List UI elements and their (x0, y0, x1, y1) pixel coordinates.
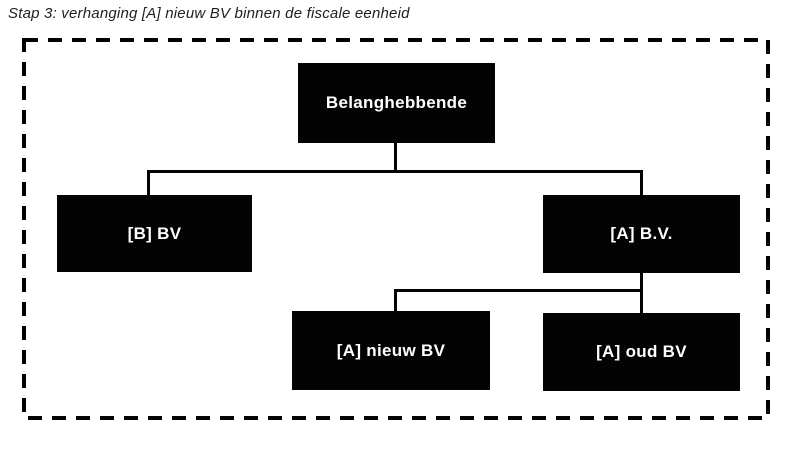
edge-a-bv-stem (640, 272, 643, 314)
node-a-oud-bv-label: [A] oud BV (596, 342, 687, 361)
edge-a-bv-rail (394, 289, 643, 292)
edge-to-b-bv (147, 170, 150, 196)
edge-to-a-bv (640, 170, 643, 196)
node-a-nieuw-bv-label: [A] nieuw BV (336, 340, 446, 360)
edge-belanghebbende-rail (147, 170, 643, 173)
node-belanghebbende-label: Belanghebbende (325, 93, 468, 112)
node-a-oud-bv: [A] oud BV (543, 313, 740, 391)
edge-to-a-nieuw-bv (394, 289, 397, 312)
node-belanghebbende: Belanghebbende (298, 63, 495, 143)
edge-belanghebbende-stem (394, 143, 397, 173)
node-b-bv-label: [B] BV (127, 223, 182, 243)
node-a-nieuw-bv: [A] nieuw BV (292, 311, 490, 390)
node-b-bv: [B] BV (57, 195, 252, 272)
diagram-title: Stap 3: verhanging [A] nieuw BV binnen d… (8, 5, 410, 22)
node-a-bv-label: [A] B.V. (610, 224, 673, 243)
node-a-bv: [A] B.V. (543, 195, 740, 273)
